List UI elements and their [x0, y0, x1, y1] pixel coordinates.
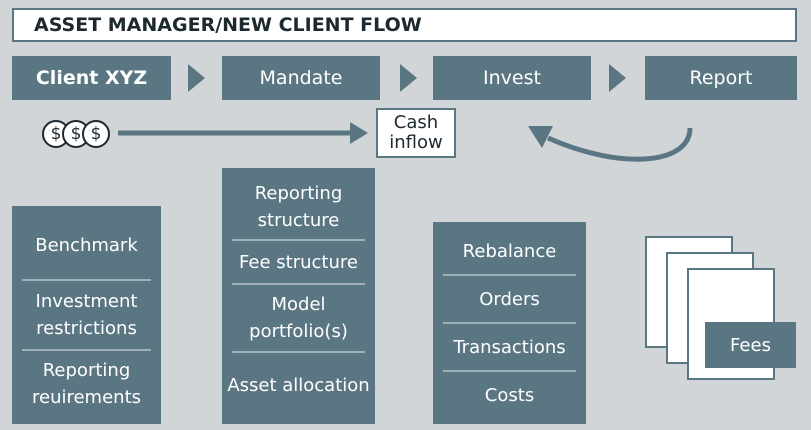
- divider: [443, 322, 576, 324]
- stage-mandate: Mandate: [222, 56, 380, 100]
- chevron-right-icon: [188, 64, 205, 92]
- divider: [232, 239, 365, 242]
- divider: [232, 283, 365, 286]
- panel-item-reporting-structure: Reporting structure: [254, 182, 343, 231]
- cash-inflow-arrow: [118, 122, 368, 144]
- dollar-coin-icon: $: [82, 120, 110, 148]
- panel-item-model-portfolios: Model portfolio(s): [249, 293, 348, 342]
- panel-item-asset-allocation: Asset allocation: [227, 374, 370, 396]
- panel-item-investment-restrictions: Investment restrictions: [35, 290, 138, 339]
- stage-invest: Invest: [433, 56, 591, 100]
- stage-client-xyz: Client XYZ: [12, 56, 171, 100]
- cash-inflow-box: Cash inflow: [376, 108, 456, 158]
- panel-item-transactions: Transactions: [453, 336, 566, 358]
- mandate-panel: Reporting structure Fee structure Model …: [222, 168, 375, 424]
- divider: [232, 350, 365, 353]
- chevron-right-icon: [400, 64, 417, 92]
- panel-item-costs: Costs: [484, 384, 535, 406]
- panel-item-rebalance: Rebalance: [462, 240, 557, 262]
- flow-title: ASSET MANAGER/NEW CLIENT FLOW: [12, 8, 797, 42]
- cash-inflow-line-2: inflow: [389, 132, 443, 153]
- panel-item-benchmark: Benchmark: [35, 235, 138, 257]
- invest-panel: Rebalance Orders Transactions Costs: [433, 222, 586, 424]
- chevron-right-icon: [609, 64, 626, 92]
- stage-report: Report: [645, 56, 797, 100]
- fees-label: Fees: [705, 322, 796, 368]
- report-to-invest-arrow: [528, 126, 693, 162]
- panel-item-orders: Orders: [479, 288, 540, 310]
- panel-item-fee-structure: Fee structure: [239, 251, 358, 273]
- divider: [443, 370, 576, 372]
- divider: [22, 279, 151, 282]
- divider: [22, 348, 151, 351]
- cash-inflow-line-1: Cash: [393, 112, 439, 133]
- divider: [443, 274, 576, 276]
- panel-item-reporting-requirements: Reporting reuirements: [31, 360, 142, 409]
- client-panel: Benchmark Investment restrictions Report…: [12, 206, 161, 424]
